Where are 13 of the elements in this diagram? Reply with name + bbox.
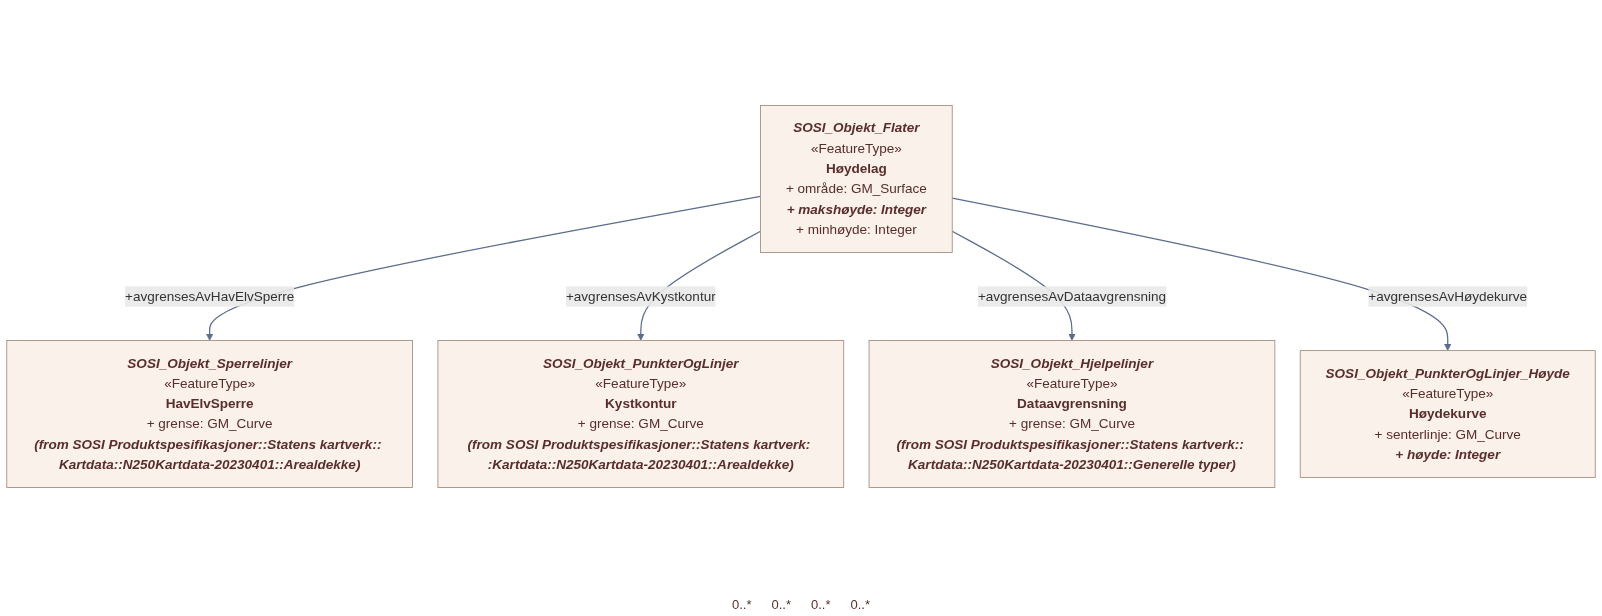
node-box: SOSI_Objekt_Hjelpelinjer «FeatureType» Dataavgrensning + grense: GM_Curve (from SOSI Produktspesifikasjoner::Statens kartverk:: Kartdata::N250Kartdata-20230401::Generelle typer)	[868, 340, 1276, 488]
node-box: SOSI_Objekt_PunkterOgLinjer_Høyde «FeatureType» Høydekurve + senterlinje: GM_Curve + høyde: Integer	[1299, 350, 1596, 478]
multiplicity-label: 0..*	[731, 597, 752, 612]
edge-label: +avgrensesAvHøydekurve	[1368, 288, 1528, 304]
multiplicity-label: 0..*	[850, 597, 871, 612]
multiplicity-label: 0..*	[811, 597, 831, 612]
edge-label: +avgrensesAvHavElvSperre	[125, 288, 295, 304]
node-box: SOSI_Objekt_PunkterOgLinjer «FeatureType» Kystkontur + grense: GM_Curve (from SOSI Produktspesifikasjoner::Statens kartverk: :Kartdata::N250Kartdata-20230401::Arealdekke)	[437, 340, 845, 488]
node-box: SOSI_Objekt_Sperrelinjer «FeatureType» HavElvSperre + grense: GM_Curve (from SOSI Produktspesifikasjoner::Statens kartverk:: Kartdata::N250Kartdata-20230401::Arealdekke)	[6, 340, 413, 488]
edge-label: +avgrensesAvDataavgrensning	[977, 288, 1167, 304]
edge-label: +avgrensesAvKystkontur	[565, 288, 716, 304]
multiplicity-label: 0..*	[771, 597, 791, 612]
node-box: SOSI_Objekt_Flater «FeatureType» Høydelag + område: GM_Surface + makshøyde: Integer + minhøyde: Integer	[760, 105, 953, 253]
